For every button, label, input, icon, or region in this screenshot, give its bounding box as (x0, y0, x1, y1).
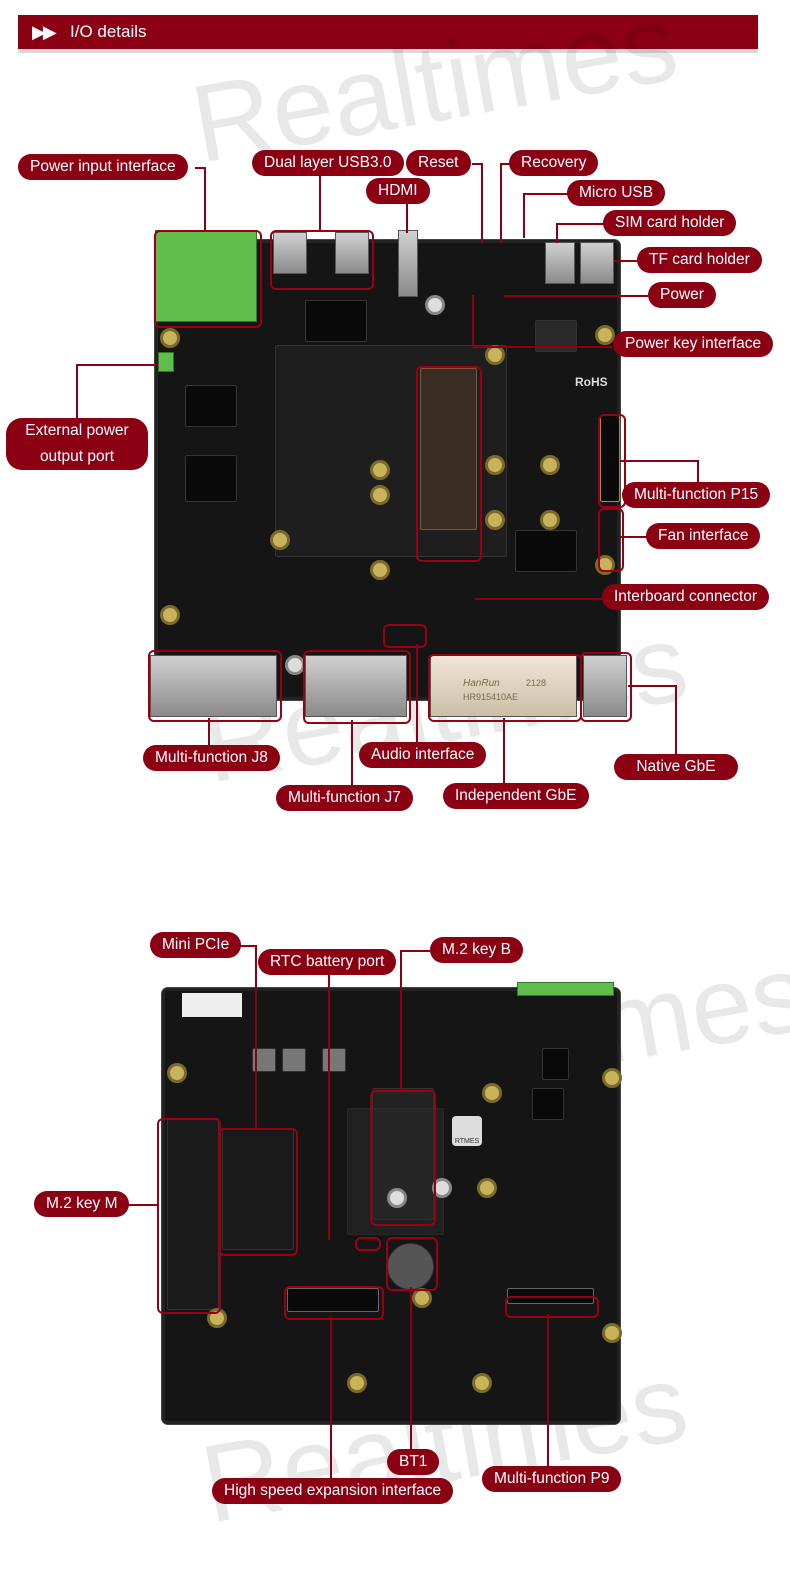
label-fan: Fan interface (646, 523, 761, 549)
label-bt1: BT1 (387, 1449, 440, 1475)
label-power-key: Power key interface (613, 331, 774, 357)
model-silkscreen: HR915410AE (463, 692, 519, 702)
label-external-power: External power output port (6, 418, 148, 470)
usb-highlight (270, 230, 374, 290)
hanrun-silkscreen: HanRun (463, 678, 500, 689)
power-input-highlight (154, 230, 262, 328)
label-mini-pcie: Mini PCIe (150, 932, 242, 958)
indep-gbe-highlight (428, 654, 582, 722)
label-recovery: Recovery (509, 150, 599, 176)
double-arrow-icon: ▶▶ (32, 22, 57, 42)
label-j8: Multi-function J8 (143, 745, 280, 771)
label-reset: Reset (406, 150, 471, 176)
section-header: ▶▶ I/O details (18, 15, 758, 53)
bt1-highlight (386, 1237, 438, 1291)
m2b-highlight (370, 1090, 436, 1226)
label-indep-gbe: Independent GbE (443, 783, 589, 809)
interboard-highlight (416, 366, 482, 562)
mini-pcie-highlight (218, 1128, 298, 1256)
label-power: Power (648, 282, 716, 308)
label-power-input: Power input interface (18, 154, 188, 180)
label-dual-usb: Dual layer USB3.0 (252, 150, 404, 176)
label-m2m: M.2 key M (34, 1191, 130, 1217)
top-board-image: RoHS HanRun 2128 HR915410AE (150, 230, 627, 717)
section-title: I/O details (70, 22, 147, 41)
rtc-highlight (355, 1237, 381, 1251)
j7-highlight (303, 650, 411, 724)
label-j7: Multi-function J7 (276, 785, 413, 811)
rohs-silkscreen: RoHS (575, 375, 608, 389)
j8-highlight (148, 650, 282, 722)
label-sim: SIM card holder (603, 210, 737, 236)
label-tf: TF card holder (637, 247, 762, 273)
label-p15: Multi-function P15 (622, 482, 771, 508)
logo-silkscreen: RTMES (452, 1116, 482, 1146)
hsei-highlight (284, 1286, 384, 1320)
label-hdmi: HDMI (366, 178, 430, 204)
native-gbe-highlight (580, 652, 632, 722)
p9-highlight (505, 1296, 599, 1318)
label-native-gbe: Native GbE (614, 754, 738, 780)
code-silkscreen: 2128 (526, 678, 547, 688)
label-m2b: M.2 key B (430, 937, 523, 963)
audio-highlight (383, 624, 427, 648)
label-p9: Multi-function P9 (482, 1466, 622, 1492)
fan-highlight (598, 508, 624, 572)
label-interboard: Interboard connector (602, 584, 770, 610)
bottom-board-image: RTMES (162, 982, 622, 1424)
label-micro-usb: Micro USB (567, 180, 666, 206)
label-audio: Audio interface (359, 742, 487, 768)
label-rtc: RTC battery port (258, 949, 397, 975)
m2m-highlight (157, 1118, 221, 1314)
label-hsei: High speed expansion interface (212, 1478, 454, 1504)
